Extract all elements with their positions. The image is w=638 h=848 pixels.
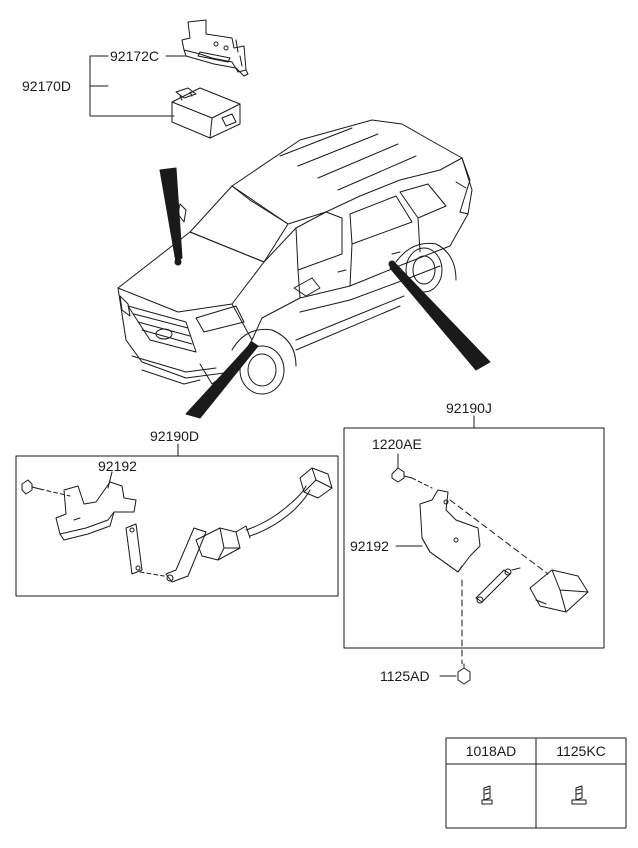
table-header-1125KC: 1125KC [556,743,606,759]
part-label-92170D: 92170D [22,78,72,94]
group-box-92190D [15,455,339,597]
sensor-bracket-icon [55,481,137,541]
control-unit-icon [171,87,241,139]
table-header-1018AD: 1018AD [465,743,517,759]
harness-cable [245,485,311,537]
link-rod-icon [125,523,143,575]
pointer-arrow-front [159,167,183,263]
sensor-icon [529,569,589,613]
link-rod-icon [475,568,512,604]
screw-icon [571,785,587,805]
part-label-92190D: 92190D [150,428,200,444]
bolt-icon [457,663,471,685]
sensor-icon [195,525,251,561]
part-label-1125AD: 1125AD [380,668,430,684]
leader-92192-left [107,471,113,489]
part-label-1220AE: 1220AE [372,436,422,452]
bolt-icon [391,467,413,483]
bolt-icon [21,479,41,495]
screw-icon [481,785,493,805]
part-label-92192-left: 92192 [98,458,137,474]
fastener-table [445,737,627,829]
connector-icon [299,467,333,499]
pointer-arrow-right [389,261,491,371]
pointer-arrow-left [185,341,259,419]
part-label-92172C: 92172C [110,48,160,64]
vehicle-icon [117,119,473,395]
part-label-92190J: 92190J [446,400,492,416]
leader-92170D [89,55,175,117]
sensor-arm-icon [165,527,207,583]
part-label-92192-right: 92192 [350,538,389,554]
bracket-icon [181,19,249,77]
sensor-bracket-icon [419,489,481,573]
